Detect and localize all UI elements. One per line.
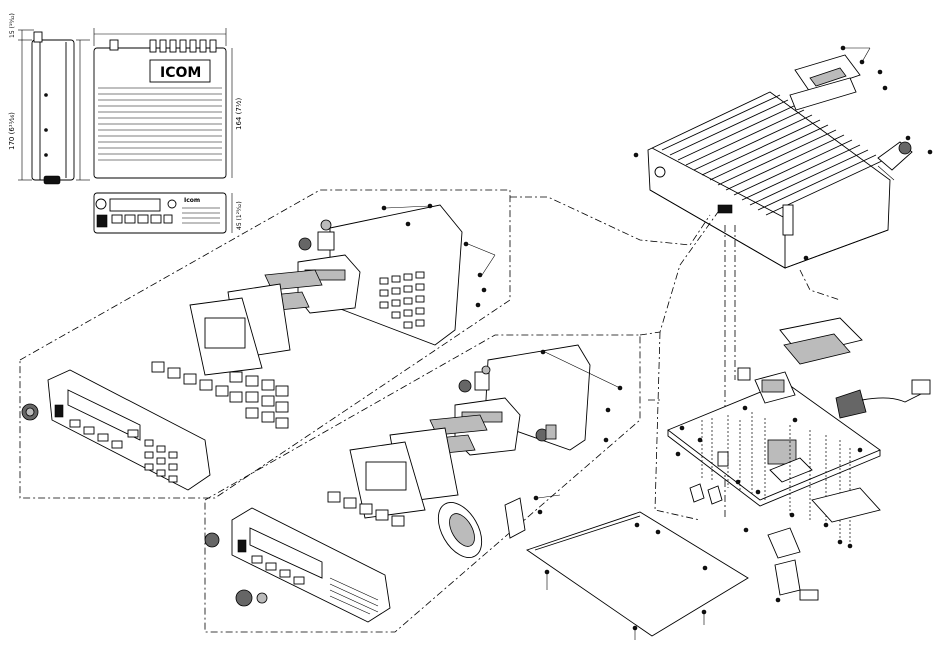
front-height-label: 45 (1²⁹⁄₃₂) [236,201,243,230]
bottom-cover [527,512,748,640]
icom-logo: ICOM [160,65,201,81]
top-view-fins [150,40,216,52]
antenna-connector [878,136,932,180]
side-top-stub-label: 15 (¹⁹⁄₃₂) [9,13,16,38]
top-view: ICOM 164 (7¹⁄₂) [94,28,243,178]
chassis-screw [634,153,638,157]
rear-bracket [790,46,887,110]
side-view: 170 (6¹¹⁄₁₆) 15 (¹⁹⁄₃₂) [8,13,90,184]
main-chassis [648,92,890,268]
side-height-label: 170 (6¹¹⁄₁₆) [8,112,16,150]
front-view: Icom 45 (1²⁹⁄₃₂) [94,193,243,233]
top-depth-label: 164 (7¹⁄₂) [235,97,243,130]
panel-logo: Icom [184,197,200,204]
chassis-screw [804,256,808,260]
lower-front-assembly [205,335,640,632]
